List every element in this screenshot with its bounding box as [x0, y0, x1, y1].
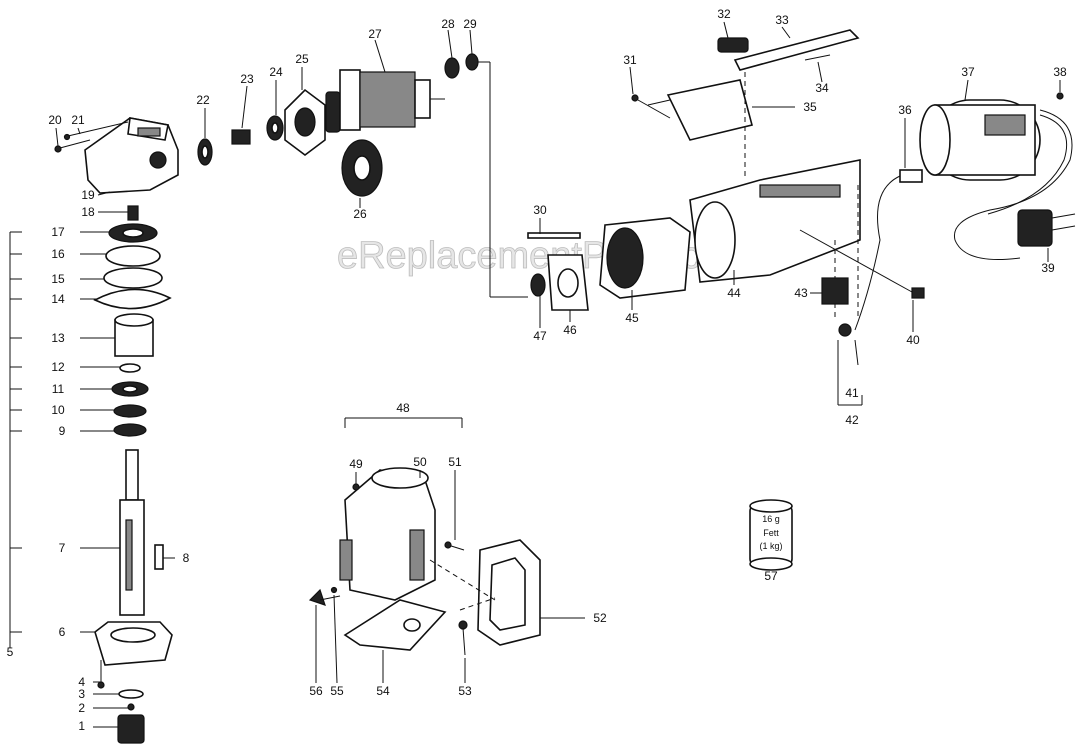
- callout-24: 24: [269, 65, 283, 79]
- left-spindle-stack: [9, 117, 179, 744]
- callout-55: 55: [330, 684, 344, 698]
- callout-20: 20: [48, 113, 62, 127]
- callout-5: 5: [7, 645, 14, 659]
- callout-54: 54: [376, 684, 390, 698]
- callout-23: 23: [240, 72, 254, 86]
- callout-52: 52: [593, 611, 607, 625]
- callout-30: 30: [533, 203, 547, 217]
- callout-1: 1: [78, 719, 85, 733]
- callout-41: 41: [845, 386, 859, 400]
- callout-13: 13: [51, 331, 65, 345]
- callout-46: 46: [563, 323, 577, 337]
- callout-36: 36: [898, 103, 912, 117]
- callout-49: 49: [349, 457, 363, 471]
- callout-25: 25: [295, 52, 309, 66]
- callout-38: 38: [1053, 65, 1067, 79]
- callout-42: 42: [845, 413, 859, 427]
- callout-56: 56: [309, 684, 323, 698]
- grease-can-label-1: 16 g: [762, 514, 780, 524]
- callout-17: 17: [51, 225, 65, 239]
- callout-4: 4: [78, 675, 85, 689]
- callout-2: 2: [78, 701, 85, 715]
- callout-8: 8: [183, 551, 190, 565]
- grease-can-label-2: Fett: [763, 528, 779, 538]
- callout-16: 16: [51, 247, 65, 261]
- callout-18: 18: [81, 205, 95, 219]
- callout-31: 31: [623, 53, 637, 67]
- callout-37: 37: [961, 65, 975, 79]
- motor-group: [527, 21, 1076, 406]
- callout-35: 35: [803, 100, 817, 114]
- callout-12: 12: [51, 360, 65, 374]
- callout-57: 57: [764, 569, 778, 583]
- callout-32: 32: [717, 7, 731, 21]
- callout-28: 28: [441, 17, 455, 31]
- callout-34: 34: [815, 81, 829, 95]
- callout-51: 51: [448, 455, 462, 469]
- callout-11: 11: [52, 382, 65, 396]
- callout-14: 14: [51, 292, 65, 306]
- callout-29: 29: [463, 17, 477, 31]
- callout-labels: 1 2 3 4 5 6 7 8 9 10 11 12 13 14 15 16 1…: [7, 7, 1067, 733]
- watermark-text: eReplacementParts.com: [337, 235, 753, 277]
- callout-9: 9: [59, 424, 66, 438]
- callout-22: 22: [196, 93, 210, 107]
- callout-53: 53: [458, 684, 472, 698]
- callout-27: 27: [368, 27, 382, 41]
- armature-group: [197, 29, 528, 298]
- callout-48: 48: [396, 401, 410, 415]
- callout-26: 26: [353, 207, 367, 221]
- callout-50: 50: [413, 455, 427, 469]
- callout-3: 3: [78, 687, 85, 701]
- callout-19: 19: [81, 188, 95, 202]
- gear-housing: [84, 117, 179, 194]
- callout-21: 21: [71, 113, 85, 127]
- attachment-group: [308, 417, 585, 684]
- callout-43: 43: [794, 286, 808, 300]
- grease-can-label-3: (1 kg): [759, 541, 782, 551]
- grease-can: 16 g Fett (1 kg): [749, 499, 793, 571]
- callout-6: 6: [59, 625, 66, 639]
- callout-10: 10: [51, 403, 65, 417]
- callout-40: 40: [906, 333, 920, 347]
- callout-33: 33: [775, 13, 789, 27]
- callout-44: 44: [727, 286, 741, 300]
- callout-39: 39: [1041, 261, 1055, 275]
- callout-7: 7: [59, 541, 66, 555]
- callout-15: 15: [51, 272, 65, 286]
- callout-45: 45: [625, 311, 639, 325]
- callout-47: 47: [533, 329, 547, 343]
